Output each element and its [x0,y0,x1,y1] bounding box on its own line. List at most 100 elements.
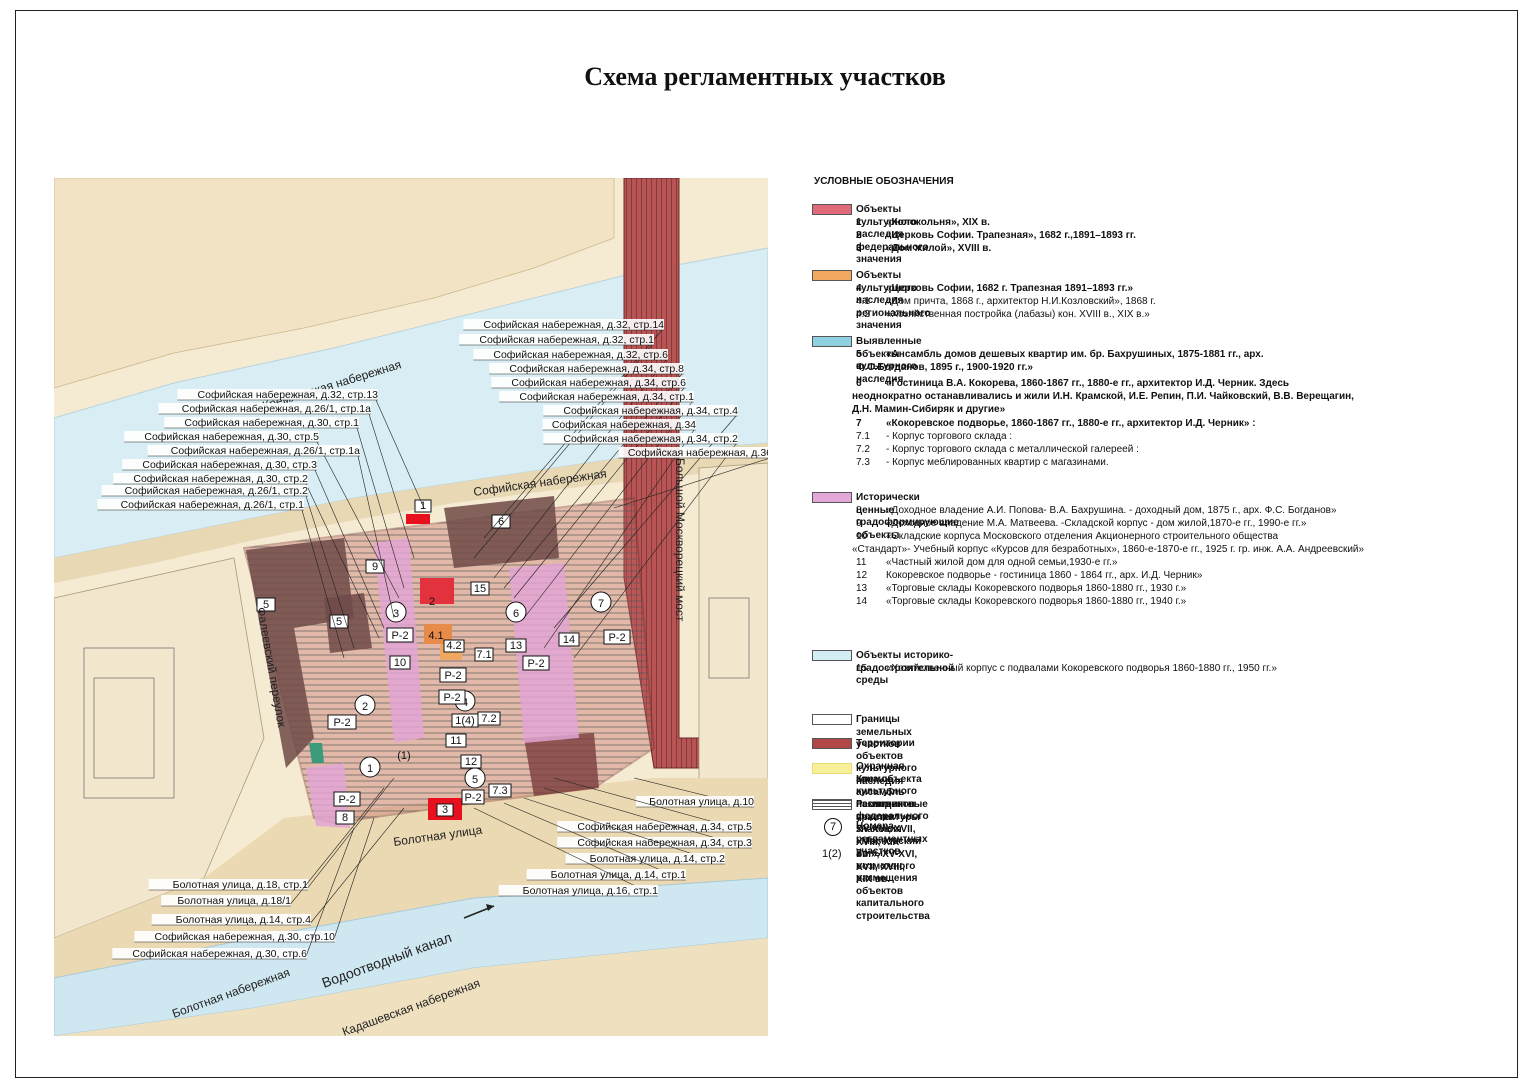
plot-numbers-text: Номера регламентных участков [856,821,928,857]
legend-num: 7 [856,418,862,429]
identified-swatch [812,336,852,347]
address-label-bg [557,821,752,832]
legend-text: «Дом причта, 1868 г., архитектор Н.И.Коз… [886,296,1156,307]
legend-text: «Складские корпуса Московского отделения… [886,531,1279,542]
address-label-bg [543,433,738,444]
address-label: Софийская набережная, д.26/1, стр.2 [125,485,309,497]
obj-num-4-1: 4.1 [428,630,443,642]
street-bolshoy-most: Большой Москворецкий мост [673,458,687,622]
plot-number-5: 5 [464,767,486,789]
obj-num-6: 6 [498,516,504,528]
legend-text: Д.Н. Мамин-Сибиряк и другие» [852,404,1006,415]
legend-text: «Доходное владение М.А. Матвеева. -Склад… [886,518,1307,529]
address-label-bg [498,885,658,896]
address-label-bg [499,391,694,402]
boundaries-swatch [812,714,852,725]
address-leader-line [613,458,768,509]
object-6 [444,496,559,568]
reg-label: Р-2 [338,794,355,806]
legend-num: 10 [856,531,868,542]
regional-swatch [812,270,852,281]
address-label-bg [151,914,311,925]
legend-text: Ф.С.Богданов, 1895 г., 1900-1920 гг.» [856,362,1033,373]
address-label-bg [543,405,738,416]
address-leader-line [305,777,395,891]
legend-num: 13 [856,583,868,594]
address-label-bg [148,879,308,890]
address-label: Болотная улица, д.10 [649,796,754,808]
address-label-bg [122,459,317,470]
plot-number-symbol: 7 [824,818,842,836]
legend-text: «Доходное владение А.И. Попова- В.А. Бах… [886,505,1337,516]
legend-num: 4.1 [856,296,870,307]
address-label: Софийская набережная, д.34, стр.8 [509,363,684,375]
historic-swatch [812,492,852,503]
address-label: Болотная улица, д.16, стр.1 [523,885,658,897]
obj-num-3: 3 [442,804,448,816]
address-label-bg [491,377,686,388]
address-label-bg [463,319,664,330]
plot-number-2: 2 [354,694,376,716]
environment-title: Объекты историко-градостроительной среды [856,650,955,686]
obj-num-5a: 5 [263,599,269,611]
historic-strip-13 [509,563,579,743]
address-leader-line [375,399,425,509]
legend-num: 9 [856,518,862,529]
obj-num-9: 9 [372,561,378,573]
legend-text: «Церковь Софии. Трапезная», 1682 г.,1891… [886,230,1136,241]
legend: УСЛОВНЫЕ ОБОЗНАЧЕНИЯ Объекты культурного… [808,176,1508,922]
address-label: Софийская набережная, д.32, стр.14 [484,319,665,331]
legend-num: 14 [856,596,868,607]
historic-title: Исторически ценные градоформирующие объе… [856,492,959,541]
address-label: Софийская набережная, д.30, стр.1 [184,417,359,429]
legend-num: 7.2 [856,444,870,455]
legend-num: 1 [856,217,862,228]
address-leader-line [473,807,657,897]
plot-number-text: 3 [393,608,399,620]
legend-num: 3 [856,243,862,254]
vodootvodny-canal [54,877,768,1036]
address-label: Софийская набережная, д.26/1, стр.1а [171,445,360,457]
reg-label: Р-2 [608,632,625,644]
boundaries-text: Границы земельных участков [856,714,912,750]
legend-num: 7.1 [856,431,870,442]
address-leader-line [316,441,400,599]
obj-num-11: 11 [450,735,461,747]
page-title: Схема регламентных участков [584,62,946,91]
address-label: Софийская набережная, д.34, стр.4 [563,405,738,417]
address-label: Софийская набережная, д.36 [628,447,768,459]
page-frame [15,10,1518,1078]
environment-swatch [812,650,852,661]
address-label-bg [101,485,308,496]
legend-text: «Гостиница В.А. Кокорева, 1860-1867 гг.,… [886,378,1290,389]
west-blocks [54,557,265,939]
obj-num-7-1: 7.1 [476,649,491,661]
territories-swatch [812,738,852,749]
legend-text: - Корпус торгового склада : [886,431,1013,442]
address-label: Софийская набережная, д.32, стр.6 [493,349,668,361]
reg-label: Р-2 [443,692,460,704]
reg-label: Р-2 [333,717,350,729]
object-4-1 [424,624,452,644]
object-5-west [246,538,354,768]
address-leader-line [304,827,355,960]
zone-text-b: Кремль - ансамбль памятников архитектуры… [856,774,920,885]
obj-num-10: 10 [394,657,406,669]
legend-num: 8 [856,505,862,516]
obj-num-15: 15 [474,583,486,595]
address-leader-line [305,495,355,649]
address-label: Софийская набережная, д.34, стр.2 [563,433,738,445]
address-label-bg [97,499,304,510]
address-label: Болотная улица, д.14, стр.4 [176,914,311,926]
legend-heading: УСЛОВНЫЕ ОБОЗНАЧЕНИЯ [814,176,954,187]
address-leader-line [503,802,685,881]
reg-label: Р-2 [391,630,408,642]
plot-number-1: 1 [359,756,381,778]
address-label-bg [147,445,360,456]
zone-1: (1) [397,750,410,762]
legend-num: 4 [856,283,862,294]
obj-num-12: 12 [465,756,477,768]
address-leader-line [543,429,695,649]
address-label-bg [124,431,319,442]
legend-text: «Дом жилой», XVIII в. [886,243,992,254]
